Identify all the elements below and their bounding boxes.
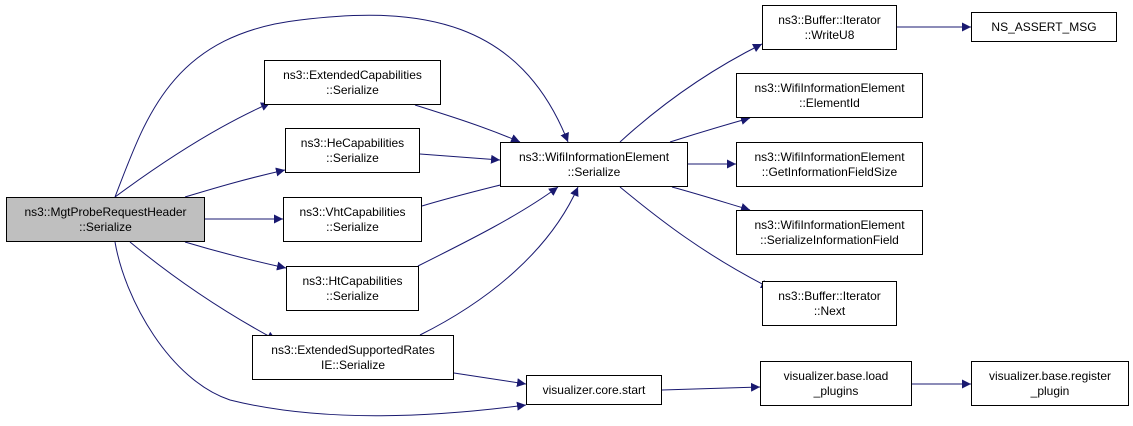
- node-loadplugins[interactable]: visualizer.base.load _plugins: [760, 361, 912, 406]
- edge-vizstart-to-loadplugins: [661, 382, 761, 392]
- node-wifiser[interactable]: ns3::WifiInformationElement ::Serialize: [500, 142, 688, 187]
- node-htcap[interactable]: ns3::HtCapabilities ::Serialize: [286, 266, 419, 311]
- edge-wifiser-to-elemid: [669, 116, 751, 143]
- node-elemid[interactable]: ns3::WifiInformationElement ::ElementId: [736, 73, 923, 118]
- node-label: ::SerializeInformationField: [760, 232, 899, 247]
- edge-wifiser-to-serfield: [671, 186, 751, 212]
- node-label: _plugins: [813, 383, 859, 398]
- node-label: ::Serialize: [326, 82, 379, 97]
- edge-mgt-to-wifiser: [114, 14, 569, 198]
- node-label: ::Serialize: [326, 219, 379, 234]
- node-label: ns3::WifiInformationElement: [518, 149, 670, 164]
- edge-mgt-to-htcap: [184, 241, 287, 271]
- node-label: visualizer.base.register: [988, 368, 1112, 383]
- node-label: ns3::Buffer::Iterator: [778, 288, 881, 303]
- node-mgt: ns3::MgtProbeRequestHeader ::Serialize: [6, 197, 205, 242]
- node-label: ::WriteU8: [804, 27, 855, 42]
- node-label: ::Serialize: [79, 219, 132, 234]
- node-nsassert[interactable]: NS_ASSERT_MSG: [971, 12, 1117, 42]
- node-label: NS_ASSERT_MSG: [991, 19, 1097, 34]
- edge-mgt-to-vizstart: [114, 241, 527, 417]
- edge-extrates-to-wifiser: [419, 186, 579, 336]
- node-label: ns3::WifiInformationElement: [754, 149, 905, 164]
- edge-mgt-to-hecap: [184, 167, 286, 198]
- node-label: visualizer.base.load: [783, 368, 889, 383]
- node-label: ns3::WifiInformationElement: [754, 80, 905, 95]
- edge-htcap-to-wifiser: [417, 186, 559, 267]
- node-label: ::Next: [813, 303, 846, 318]
- node-label: ns3::ExtendedSupportedRates: [271, 342, 435, 357]
- node-vhtcap[interactable]: ns3::VhtCapabilities ::Serialize: [283, 197, 422, 242]
- node-label: ns3::WifiInformationElement: [754, 217, 905, 232]
- node-label: ns3::ExtendedCapabilities: [283, 67, 422, 82]
- node-serfield[interactable]: ns3::WifiInformationElement ::SerializeI…: [736, 210, 923, 255]
- node-label: ::Serialize: [326, 150, 379, 165]
- node-label: visualizer.core.start: [542, 382, 646, 397]
- node-extcap[interactable]: ns3::ExtendedCapabilities ::Serialize: [264, 60, 441, 105]
- node-label: ::ElementId: [799, 95, 860, 110]
- node-getsize[interactable]: ns3::WifiInformationElement ::GetInforma…: [736, 142, 923, 187]
- node-label: IE::Serialize: [320, 357, 386, 372]
- node-vizstart[interactable]: visualizer.core.start: [526, 375, 662, 405]
- node-hecap[interactable]: ns3::HeCapabilities ::Serialize: [285, 128, 420, 173]
- node-label: ns3::VhtCapabilities: [299, 204, 406, 219]
- node-label: _plugin: [1030, 383, 1070, 398]
- node-writeu8[interactable]: ns3::Buffer::Iterator ::WriteU8: [762, 5, 897, 50]
- node-label: ns3::HeCapabilities: [300, 135, 405, 150]
- node-extrates[interactable]: ns3::ExtendedSupportedRates IE::Serializ…: [252, 335, 454, 380]
- edge-extcap-to-wifiser: [414, 104, 521, 143]
- edge-mgt-to-extrates: [129, 241, 277, 341]
- node-label: ns3::HtCapabilities: [302, 273, 403, 288]
- edge-wifiser-to-writeu8: [619, 43, 763, 143]
- edge-mgt-to-extcap: [114, 102, 271, 198]
- node-label: ::Serialize: [567, 164, 621, 179]
- node-label: ::Serialize: [326, 288, 379, 303]
- node-label: ns3::Buffer::Iterator: [778, 12, 881, 27]
- edge-hecap-to-wifiser: [419, 153, 501, 164]
- node-next[interactable]: ns3::Buffer::Iterator ::Next: [762, 281, 897, 326]
- edge-extrates-to-vizstart: [453, 372, 527, 388]
- node-label: ns3::MgtProbeRequestHeader: [24, 204, 187, 219]
- node-regplugin[interactable]: visualizer.base.register _plugin: [971, 361, 1129, 406]
- node-label: ::GetInformationFieldSize: [761, 164, 898, 179]
- edge-wifiser-to-next: [619, 186, 771, 289]
